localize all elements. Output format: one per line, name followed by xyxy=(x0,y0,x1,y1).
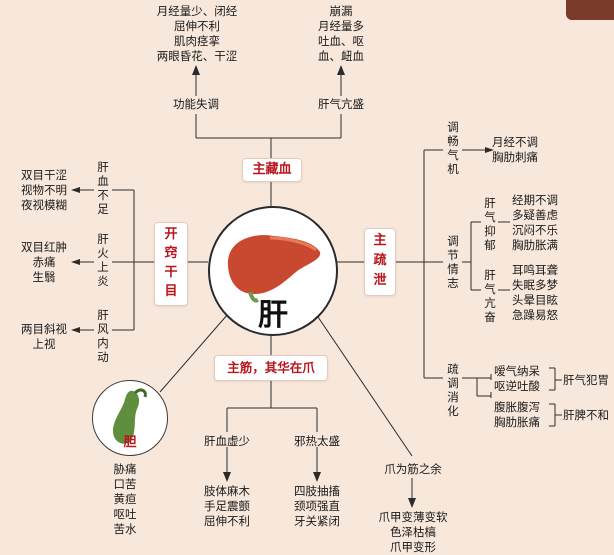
node-shuxie: 主 疏 泄 xyxy=(364,228,396,296)
huoshangyan-symptoms: 双目红肿 赤痛 生翳 xyxy=(21,240,67,284)
liver-label: 肝 xyxy=(258,298,288,333)
wei-symptoms: 嗳气纳呆 呕逆吐酸 xyxy=(494,364,540,393)
tiaochang-label: 调 畅 气 机 xyxy=(447,120,459,176)
corner-logo xyxy=(566,0,614,20)
node-kaiqiao: 开 窍 干 目 xyxy=(154,222,188,306)
gallbladder-label: 胆 xyxy=(123,435,137,450)
gongneng-symptoms: 月经量少、闭经 屈伸不利 肌肉痉挛 两眼昏花、干涩 xyxy=(156,4,238,63)
liver-icon xyxy=(227,235,321,303)
tiaojie-label: 调 节 情 志 xyxy=(447,234,459,290)
tiaochang-symptoms: 月经不调 胸肋刺痛 xyxy=(492,135,538,164)
node-cangxue: 主藏血 xyxy=(242,158,302,182)
ganqi-label: 肝气亢盛 xyxy=(318,97,364,111)
zhua-label: 爪为筋之余 xyxy=(384,462,442,476)
wei-label: 肝气犯胃 xyxy=(563,373,609,387)
yiyu-label: 肝 气 抑 郁 xyxy=(484,196,496,252)
xiere-label: 邪热太盛 xyxy=(294,434,340,448)
xuebuzu-label: 肝 血 不 足 xyxy=(97,160,109,216)
liver-circle: 肝 xyxy=(208,206,338,336)
node-zhujin: 主筋，其华在爪 xyxy=(214,355,328,381)
huoshangyan-label: 肝 火 上 炎 xyxy=(97,232,109,288)
kangfen-label: 肝 气 亢 奋 xyxy=(484,268,496,324)
ganqi-symptoms: 崩漏 月经量多 吐血、呕 血、衄血 xyxy=(318,4,364,63)
xiere-symptoms: 四肢抽搐 颈项强直 牙关紧闭 xyxy=(294,484,340,528)
gallbladder-symptoms: 胁痛 口苦 黄疸 呕吐 苦水 xyxy=(113,462,137,536)
kangfen-symptoms: 耳鸣耳聋 失眠多梦 头晕目眩 急躁易怒 xyxy=(512,263,558,322)
xuebuzu-symptoms: 双目干涩 视物不明 夜视模糊 xyxy=(21,168,67,212)
gongneng-label: 功能失调 xyxy=(173,97,219,111)
shutiao-label: 疏 调 消 化 xyxy=(447,362,459,418)
gallbladder-icon xyxy=(113,388,147,444)
pi-label: 肝脾不和 xyxy=(563,408,609,422)
yiyu-symptoms: 经期不调 多疑善虑 沉闷不乐 胸肋胀满 xyxy=(512,193,558,252)
pi-symptoms: 腹胀腹泻 胸肋胀痛 xyxy=(494,400,540,429)
fengneidong-label: 肝 风 内 动 xyxy=(97,308,109,364)
xuexu-symptoms: 肢体麻木 手足震颤 屈伸不利 xyxy=(204,484,250,528)
fengneidong-symptoms: 两目斜视 上视 xyxy=(21,322,67,351)
zhua-symptoms: 爪甲变薄变软 色泽枯槁 爪甲变形 xyxy=(378,510,448,554)
gallbladder-circle: 胆 xyxy=(92,380,168,456)
xuexu-label: 肝血虚少 xyxy=(204,434,250,448)
